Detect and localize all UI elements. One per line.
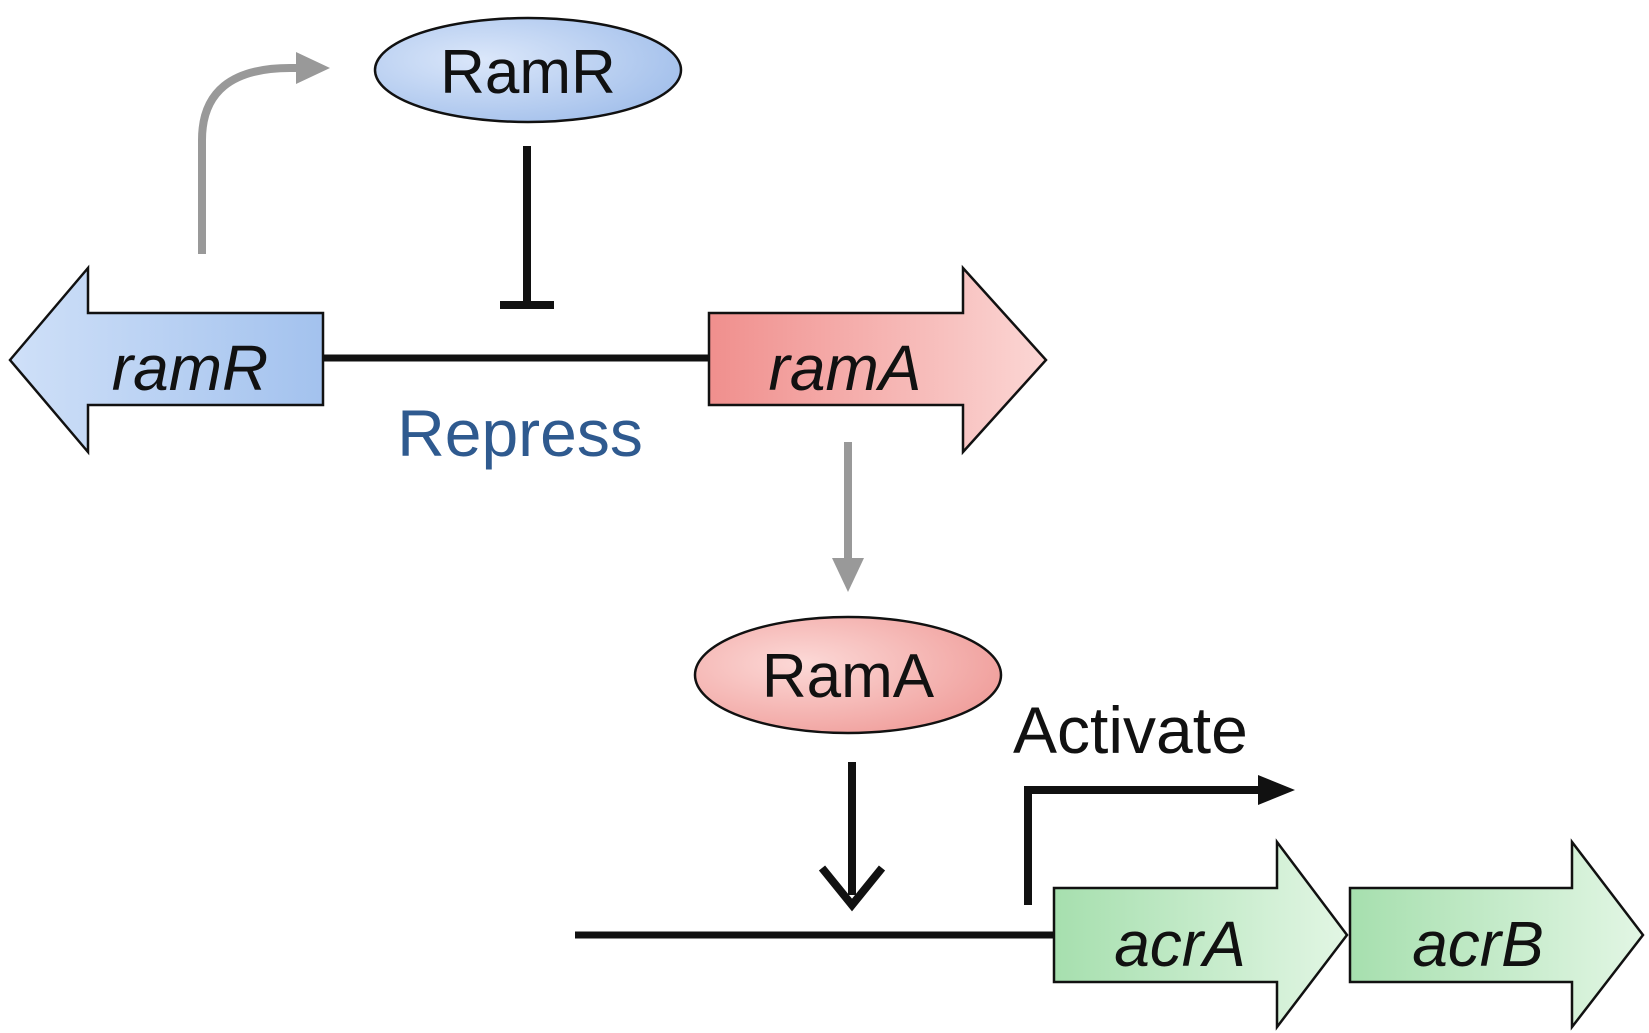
gene-acrA-arrow [1052,838,1349,1031]
gene-ramR-arrow [8,264,325,456]
protein-RamA-oval [693,615,1003,735]
gene-ramA: ramA [707,264,1048,456]
gene-ramR-label: ramR [112,332,268,404]
transcription-start-arrow [1024,786,1262,905]
ramA-binding-arrowhead [818,865,886,912]
gene-acrB-label: acrB [1412,908,1544,980]
gene-acrB-arrow [1348,838,1645,1031]
gene-ramA-label: ramA [769,332,922,404]
ramR-expression-arrow [198,64,298,254]
protein-RamA-label: RamA [762,642,935,711]
transcription-start-arrowhead [1258,775,1295,805]
gene-acrB: acrB [1348,838,1645,1031]
ramR-expression-arrowhead [296,52,330,84]
protein-RamR-oval [373,16,683,124]
protein-RamA: RamA [693,615,1003,735]
gene-acrA-label: acrA [1114,908,1246,980]
repress-label: Repress [397,396,643,470]
protein-RamR-label: RamR [440,38,616,107]
gene-acrA: acrA [1052,838,1349,1031]
gene-ramA-arrow [707,264,1048,456]
ramA-expression-arrowhead [832,558,864,592]
activate-label: Activate [1013,693,1248,767]
protein-RamR: RamR [373,16,683,124]
gene-ramR: ramR [8,264,325,456]
repression-symbol [500,146,554,309]
